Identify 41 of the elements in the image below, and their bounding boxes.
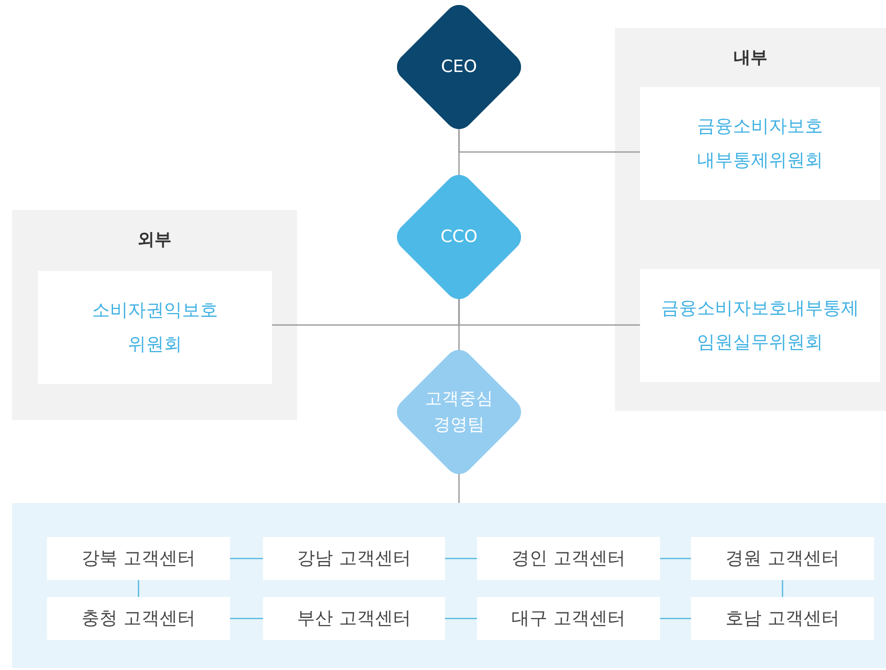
center-label: 대구 고객센터 <box>512 607 626 631</box>
center-box <box>691 537 874 580</box>
role-label: 고객중심 경영팀 <box>425 388 493 437</box>
connector-line <box>458 129 640 153</box>
committee-box <box>640 269 880 382</box>
external-panel <box>12 210 297 420</box>
center-label: 호남 고객센터 <box>726 607 840 631</box>
internal-panel <box>615 28 886 411</box>
center-box <box>691 597 874 640</box>
committee-label: 금융소비자보호내부통제 임원실무위원회 <box>661 296 859 354</box>
committee-label: 소비자권익보호 위원회 <box>92 298 218 356</box>
group-heading: 내부 <box>732 47 768 70</box>
center-label: 부산 고객센터 <box>297 607 411 631</box>
connector-line <box>445 558 477 560</box>
center-box <box>263 597 445 640</box>
center-label: 강북 고객센터 <box>82 547 196 571</box>
committee-box <box>640 87 880 200</box>
connector-line <box>458 474 460 503</box>
center-box <box>263 537 445 580</box>
center-box <box>47 597 230 640</box>
connector-line <box>782 580 784 597</box>
committee-box <box>38 271 272 384</box>
connector-line <box>230 618 263 620</box>
connector-line <box>660 618 691 620</box>
connector-line <box>138 580 140 597</box>
center-label: 경인 고객센터 <box>512 547 626 571</box>
role-label: CCO <box>440 226 478 249</box>
role-label: CEO <box>441 56 477 79</box>
center-label: 충청 고객센터 <box>82 607 196 631</box>
center-box <box>47 537 230 580</box>
connector-line <box>458 299 460 350</box>
center-label: 강남 고객센터 <box>297 547 411 571</box>
group-heading: 외부 <box>136 229 172 252</box>
center-box <box>477 537 660 580</box>
connector-line <box>445 618 477 620</box>
center-box <box>477 597 660 640</box>
connector-line <box>230 558 263 560</box>
center-label: 경원 고객센터 <box>726 547 840 571</box>
connector-line <box>660 558 691 560</box>
committee-label: 금융소비자보호 내부통제위원회 <box>697 114 823 172</box>
centers-band <box>12 503 886 668</box>
